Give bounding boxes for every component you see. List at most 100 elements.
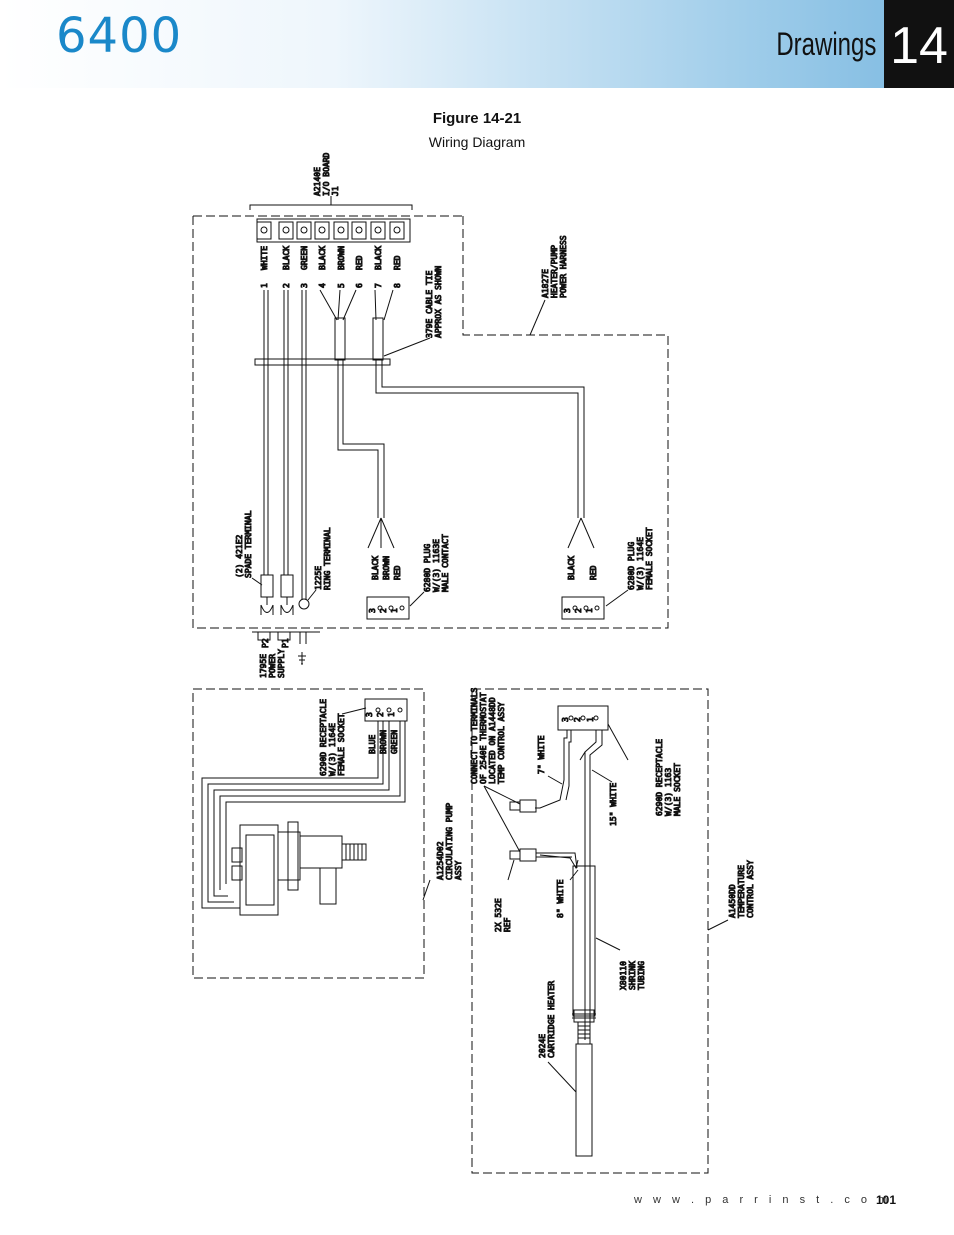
j1-pin-2 xyxy=(278,221,294,240)
section-title: Drawings xyxy=(775,26,876,62)
pin-wire-color: WHITE xyxy=(260,246,269,270)
page-header: 6400 Drawings 14 xyxy=(0,0,954,88)
plug-male-black: BLACK xyxy=(371,556,380,580)
pump-wires xyxy=(201,721,406,909)
white-15-label: 15" WHITE xyxy=(609,782,618,826)
pin-wire-color: GREEN xyxy=(300,246,309,270)
temp-rec-pin-3: 3 xyxy=(561,717,570,722)
j1-pin-contact xyxy=(260,226,268,234)
white-8-leader xyxy=(569,869,579,881)
harness-label-2: HEATER/PUMP xyxy=(550,245,559,298)
pump-rec-label-2: W/(3) 1164E xyxy=(328,723,337,776)
j1-pin-6 xyxy=(351,221,367,240)
tca-label-2: TEMPERATURE xyxy=(737,865,746,918)
j1-pin-4 xyxy=(314,221,330,240)
temp-rec-label-2: W/(3) 1163 xyxy=(664,768,673,816)
j1-pin-8 xyxy=(389,221,405,240)
plug-male-brown: BROWN xyxy=(382,556,391,580)
j1-pin-contact xyxy=(282,226,290,234)
harness-boundary xyxy=(192,215,669,629)
plug-male-fan xyxy=(367,517,395,549)
white-7-leader xyxy=(547,775,563,785)
temp-rec-label-3: MALE SOCKET xyxy=(673,763,682,816)
footer-url: w w w . p a r r i n s t . c o m xyxy=(634,1194,892,1206)
ring-label-2: RING TERMINAL xyxy=(323,527,332,590)
cable-tie-label-1: 379E CABLE TIE xyxy=(425,270,434,338)
chapter-number: 14 xyxy=(884,0,954,88)
plug-male-pin-3: 3 xyxy=(368,608,377,613)
pin-wire-color: RED xyxy=(355,255,364,270)
ref-label-2: REF xyxy=(503,917,512,932)
spade-label-2: SPADE TERMINAL xyxy=(244,510,253,578)
pump-label-2: CIRCULATING PUMP xyxy=(445,803,454,880)
thermostat-terminals xyxy=(509,799,578,869)
white-8-label: 8" WHITE xyxy=(556,879,565,918)
p1-label: P1 xyxy=(281,638,290,648)
plug-female-fan xyxy=(567,517,595,549)
ref-label-1: 2X 532E xyxy=(494,898,503,932)
shrink-tubing xyxy=(572,865,596,1017)
ring-label-1: 1225E xyxy=(314,566,323,590)
power-supply-label-2: POWER xyxy=(268,654,277,678)
j1-pin-3 xyxy=(296,221,312,240)
j1-pin-contact xyxy=(374,226,382,234)
plug-female-label-1: 6280D PLUG xyxy=(627,542,636,590)
j1-pin-contact xyxy=(300,226,308,234)
plug-male-label-3: MALE CONTACT xyxy=(441,534,450,592)
pump-receptacle xyxy=(364,698,408,722)
pin-number: 6 xyxy=(355,283,364,288)
pump-wire-green: GREEN xyxy=(390,730,399,754)
temp-rec-leader xyxy=(607,723,629,761)
plug-male-leader xyxy=(409,591,425,607)
p2-label: P2 xyxy=(261,638,270,648)
connect-label-1: CONNECT TO TERMINALS xyxy=(470,687,479,784)
io-board-connector: J1 xyxy=(331,186,340,196)
shrink-leader xyxy=(595,937,621,951)
pump-leader xyxy=(422,879,431,901)
io-board-name: I/O BOARD xyxy=(322,152,331,196)
shrink-label-1: X80110 xyxy=(619,961,628,990)
pump-rec-pin-2: 2 xyxy=(376,712,385,717)
connect-label-3: LOCATED ON A1448DD xyxy=(488,697,497,784)
figure-caption: Wiring Diagram xyxy=(428,134,526,150)
pin-wire-color: BROWN xyxy=(337,246,346,270)
plug-female-pin-3: 3 xyxy=(563,608,572,613)
pump-rec-leader xyxy=(341,707,367,715)
page-number: 101 xyxy=(876,1193,897,1207)
pin-wire-color: BLACK xyxy=(318,246,327,270)
pin-number: 7 xyxy=(374,283,383,288)
pin-number: 2 xyxy=(282,283,291,288)
harness-label-3: POWER HARNESS xyxy=(559,235,568,298)
j1-pin-1 xyxy=(256,221,272,240)
io-board-part: A2140E xyxy=(313,167,322,196)
pin-number: 8 xyxy=(393,283,402,288)
pin-wire-color: RED xyxy=(393,255,402,270)
heater-label-1: 2024E xyxy=(538,1034,547,1058)
temp-rec-label-1: 6290D RECEPTACLE xyxy=(655,739,664,816)
plug-female-pin-2: 2 xyxy=(574,608,583,613)
ring-leader xyxy=(307,589,317,601)
circulating-pump xyxy=(231,821,367,916)
harness-wires xyxy=(263,289,585,600)
plug-female-label-3: FEMALE SOCKET xyxy=(645,527,654,590)
plug-male-pin-2: 2 xyxy=(379,608,388,613)
j1-pin-contact xyxy=(393,226,401,234)
pump-rec-pin-1: 1 xyxy=(387,712,396,717)
spade-label-1: (2) 421E2 xyxy=(235,534,244,578)
plug-female-leader xyxy=(605,589,629,607)
temp-wires xyxy=(535,730,603,1040)
harness-leader xyxy=(529,299,546,336)
pump-rec-label-1: 6290D RECEPTACLE xyxy=(319,699,328,776)
cable-tie-label-2: APPROX AS SHOWN xyxy=(434,266,443,338)
plug-male xyxy=(366,596,410,620)
plug-female xyxy=(561,596,605,620)
shrink-label-3: TUBING xyxy=(637,961,646,990)
io-board-bracket xyxy=(249,204,413,210)
tca-label-1: A1450DD xyxy=(728,884,737,918)
temp-control-boundary xyxy=(471,688,709,1174)
power-supply-connector xyxy=(252,631,320,665)
heater-label-2: CARTRIDGE HEATER xyxy=(547,981,556,1058)
j1-pin-contact xyxy=(355,226,363,234)
heater-leader xyxy=(547,1061,577,1093)
